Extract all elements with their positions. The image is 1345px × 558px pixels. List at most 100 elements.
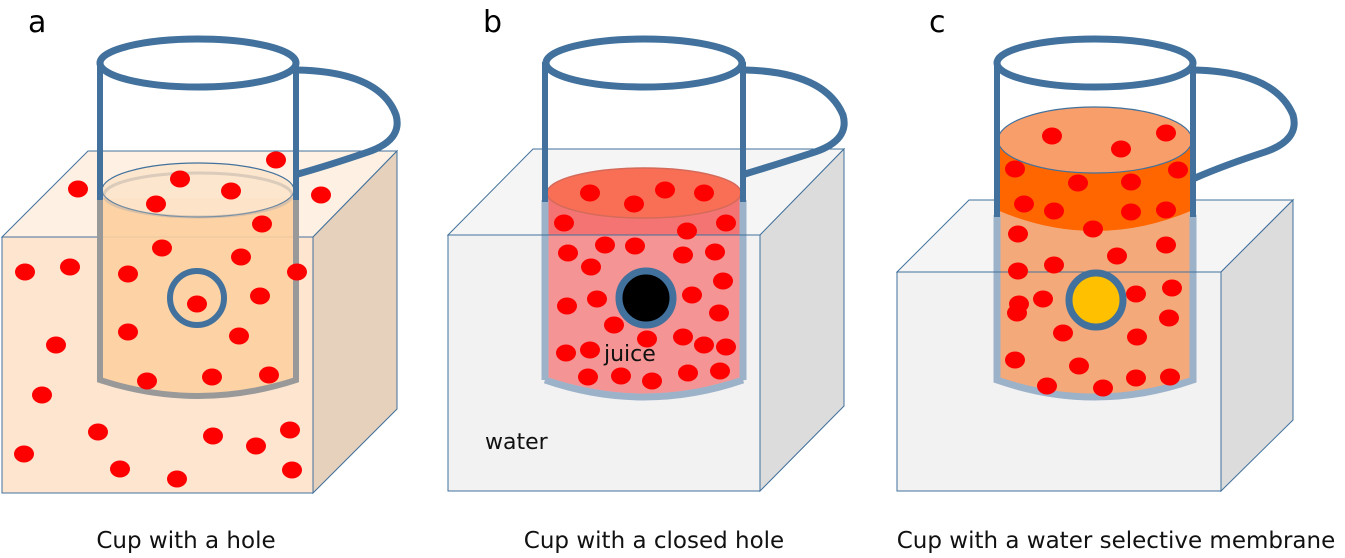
solute-particle xyxy=(202,368,222,386)
solute-particle xyxy=(1044,256,1064,274)
solute-particle xyxy=(713,272,733,290)
solute-particle xyxy=(694,184,714,202)
hole-open-icon xyxy=(167,268,227,328)
solute-particle xyxy=(170,170,190,188)
caption-c: Cup with a water selective membrane xyxy=(897,528,1336,554)
cup-rim-b xyxy=(542,35,746,91)
solute-particle xyxy=(1083,220,1103,238)
solute-particle xyxy=(1014,195,1034,213)
solute-particle xyxy=(677,222,697,240)
solute-particle xyxy=(1007,304,1027,322)
solute-particle xyxy=(229,327,249,345)
water-label: water xyxy=(485,430,549,455)
solute-particle xyxy=(678,364,698,382)
solute-particle xyxy=(705,243,725,261)
solute-particle xyxy=(1121,173,1141,191)
solute-particle xyxy=(311,186,331,204)
cup-handle-a xyxy=(294,66,401,178)
solute-particle xyxy=(1008,225,1028,243)
solute-particle xyxy=(287,263,307,281)
solute-particle xyxy=(231,248,251,266)
caption-a: Cup with a hole xyxy=(96,528,275,554)
solute-particle xyxy=(282,461,302,479)
solute-particle xyxy=(252,215,272,233)
cup-rim-a xyxy=(96,35,300,91)
solute-particle xyxy=(1156,201,1176,219)
particles-c xyxy=(1005,124,1188,397)
cup-rim-c xyxy=(993,35,1197,91)
solute-particle xyxy=(673,246,693,264)
solute-particle xyxy=(637,330,657,348)
solute-particle xyxy=(246,437,266,455)
caption-b: Cup with a closed hole xyxy=(524,528,784,554)
solute-particle xyxy=(1053,324,1073,342)
solute-particle xyxy=(611,367,631,385)
solute-particle xyxy=(1005,351,1025,369)
solute-particle xyxy=(1126,369,1146,387)
solute-particle xyxy=(624,195,644,213)
solute-particle xyxy=(1042,127,1062,145)
solute-particle xyxy=(580,341,600,359)
solute-particle xyxy=(554,214,574,232)
solute-particle xyxy=(1044,202,1064,220)
solute-particle xyxy=(642,372,662,390)
cup-bottom-b xyxy=(543,376,745,401)
solute-particle xyxy=(1033,290,1053,308)
solute-particle xyxy=(578,368,598,386)
solute-particle xyxy=(1005,160,1025,178)
water-region-right-b xyxy=(745,235,760,491)
solute-particle xyxy=(60,258,80,276)
panel-letter-b: b xyxy=(483,5,502,40)
solute-particle xyxy=(1121,203,1141,221)
solute-particle xyxy=(556,344,576,362)
solute-particle xyxy=(710,362,730,380)
solute-particle xyxy=(167,470,187,488)
solute-particle xyxy=(187,295,207,313)
solute-particle xyxy=(46,336,66,354)
solute-particle xyxy=(88,423,108,441)
solute-particle xyxy=(1008,262,1028,280)
solute-particle xyxy=(1127,328,1147,346)
solute-particle xyxy=(682,286,702,304)
solute-particle xyxy=(14,445,34,463)
solute-particle xyxy=(673,328,693,346)
solute-particle xyxy=(587,290,607,308)
solute-particle xyxy=(110,460,130,478)
panel-letter-c: c xyxy=(929,5,946,40)
solute-particle xyxy=(32,386,52,404)
juice-label: juice xyxy=(603,342,656,367)
cup-wall-submerged-c xyxy=(993,215,1197,401)
cup-wall-submerged-a xyxy=(97,200,299,399)
solute-particle xyxy=(581,258,601,276)
solute-particle xyxy=(259,366,279,384)
cup-handle-c xyxy=(1191,66,1298,182)
solute-particle xyxy=(625,237,645,255)
solute-particle xyxy=(266,151,286,169)
particles-a xyxy=(14,151,331,488)
solute-particle xyxy=(1107,247,1127,265)
solute-particle xyxy=(1093,379,1113,397)
surface-shadow-a xyxy=(102,171,294,219)
panel-c: c Cup with a water selective membrane xyxy=(895,5,1336,554)
solute-particle xyxy=(1160,368,1180,386)
solute-particle xyxy=(557,297,577,315)
water-region-left-b xyxy=(448,235,544,491)
solute-particle xyxy=(604,316,624,334)
solute-particle xyxy=(709,304,729,322)
hole-closed-icon xyxy=(615,267,677,329)
solute-particle xyxy=(15,263,35,281)
solute-particle xyxy=(221,182,241,200)
solute-particle xyxy=(558,244,578,262)
solute-particle xyxy=(137,372,157,390)
solute-particle xyxy=(152,239,172,257)
solute-particle xyxy=(1162,279,1182,297)
membrane-icon xyxy=(1065,269,1127,331)
solute-particle xyxy=(716,214,736,232)
solute-particle xyxy=(118,265,138,283)
water-box-outline-b xyxy=(447,234,761,492)
cup-handle-b xyxy=(741,66,848,178)
panel-a: a Cup with a hole xyxy=(0,5,401,554)
solute-particle xyxy=(655,181,675,199)
solute-particle xyxy=(1111,140,1131,158)
